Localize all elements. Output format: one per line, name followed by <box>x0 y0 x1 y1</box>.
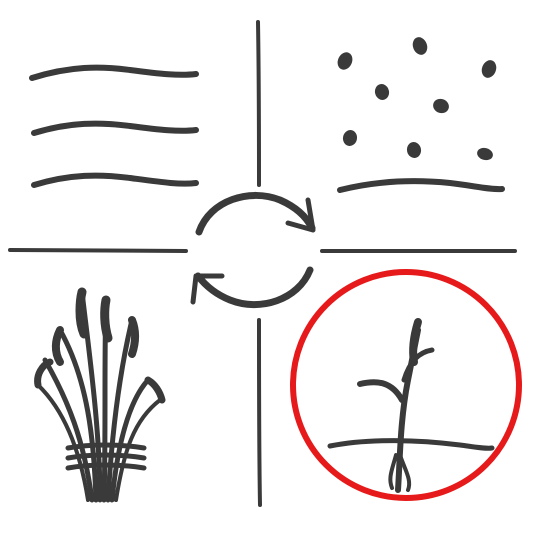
divider-horizontal-left <box>8 248 188 253</box>
divider-vertical-bottom <box>257 318 262 507</box>
wind-line <box>31 172 199 188</box>
sprout-root <box>388 453 398 490</box>
wheat-stalk <box>42 357 95 503</box>
cycle-arrow-top-head <box>285 197 316 233</box>
seed <box>481 60 497 78</box>
seed <box>374 84 390 100</box>
wheat-ear <box>75 287 89 339</box>
sprout-root <box>398 453 412 492</box>
wind-lines-icon <box>29 64 199 188</box>
wheat-ear <box>100 295 113 343</box>
seed <box>477 147 493 161</box>
sprout-leaf <box>357 379 405 403</box>
bundle-tie <box>65 462 147 471</box>
soil-line <box>327 438 495 451</box>
cycle-arrows-icon <box>190 191 316 309</box>
sprout-ear <box>409 318 422 366</box>
scattered-seeds-icon <box>337 37 505 193</box>
seed <box>412 37 428 55</box>
seed <box>337 52 353 70</box>
wind-line <box>29 64 199 81</box>
wheat-stalk <box>36 383 90 502</box>
wheat-ear <box>51 326 64 366</box>
wheat-ear <box>128 316 139 358</box>
bundle-tie <box>65 452 147 461</box>
wheat-ear <box>34 358 54 389</box>
highlight-circle <box>290 269 522 501</box>
seed <box>342 130 358 146</box>
wheat-stalk <box>109 377 151 503</box>
ground-line <box>337 178 505 193</box>
sprouting-plant-icon <box>327 318 495 493</box>
wheat-bundle-icon <box>34 287 166 503</box>
cycle-arrow-bottom <box>194 266 314 309</box>
quadrant-dividers <box>8 20 517 507</box>
cycle-arrow-top <box>195 191 316 236</box>
wheat-stalk <box>105 317 135 503</box>
seed <box>406 142 422 158</box>
wind-line <box>31 120 199 136</box>
cycle-arrow-bottom-head <box>190 273 225 305</box>
seed <box>433 98 449 114</box>
wheat-stalk <box>114 398 162 502</box>
wheat-stalk <box>57 327 99 503</box>
divider-vertical-top <box>256 20 261 187</box>
wheat-stalk <box>79 289 103 503</box>
wheat-ear <box>144 376 166 404</box>
bundle-tie <box>65 442 147 451</box>
